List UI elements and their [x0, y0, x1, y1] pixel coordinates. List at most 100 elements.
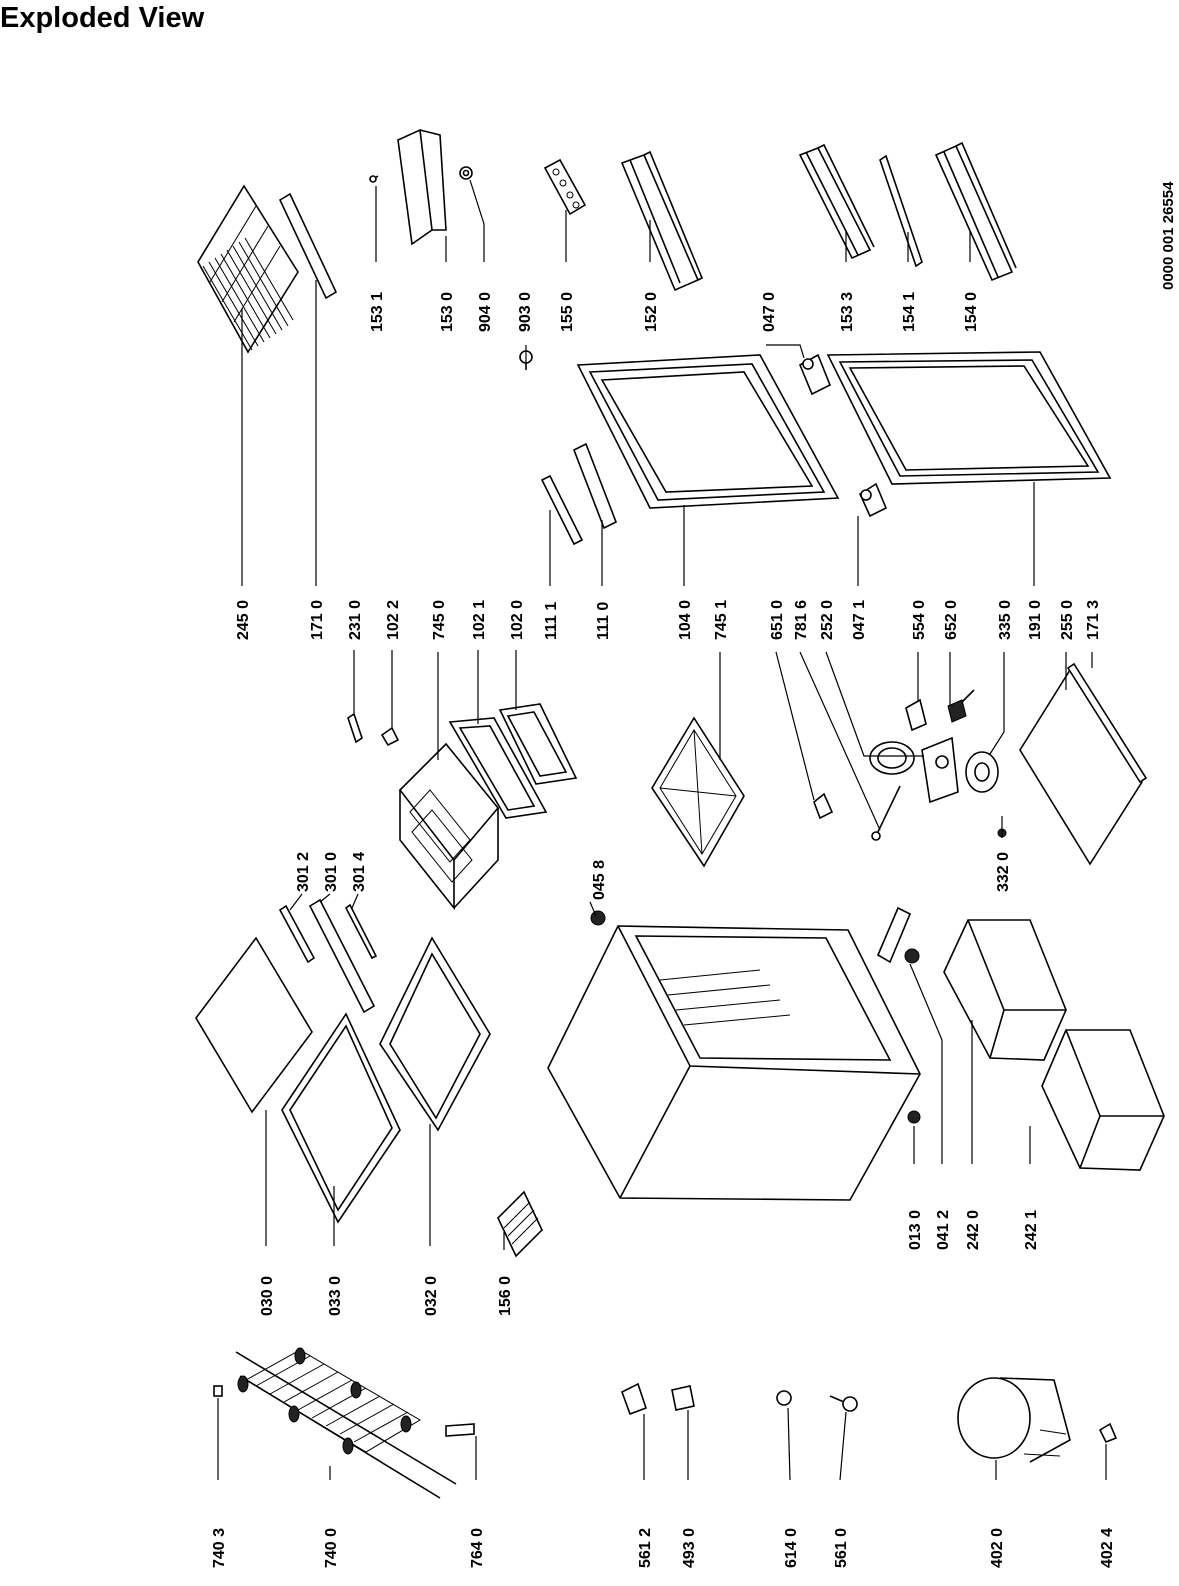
callout-111-1: 111 1: [543, 602, 560, 640]
callout-745-0: 745 0: [431, 600, 448, 640]
part-614-0-protector: [776, 1390, 792, 1406]
part-651-0-thermostat-knob: [813, 792, 834, 820]
callout-102-0: 102 0: [509, 600, 526, 640]
callout-030-0: 030 0: [259, 1276, 276, 1316]
part-171-0-shelf-strip: [278, 192, 338, 300]
part-171-3-shelf-strip: [1066, 662, 1148, 784]
callout-102-2: 102 2: [385, 600, 402, 640]
callout-332-0: 332 0: [995, 852, 1012, 892]
part-047-1-hinge: [858, 482, 888, 518]
callout-301-2: 301 2: [295, 852, 312, 892]
callout-242-1: 242 1: [1023, 1210, 1040, 1250]
callout-032-0: 032 0: [423, 1276, 440, 1316]
part-764-0-drier: [445, 1423, 475, 1437]
callout-614-0: 614 0: [783, 1528, 800, 1568]
callout-155-0: 155 0: [559, 292, 576, 332]
callout-104-0: 104 0: [677, 600, 694, 640]
part-904-0-knob: [459, 166, 473, 180]
part-111-1-handle-cover: [540, 474, 584, 546]
part-493-0-capacitor: [671, 1385, 695, 1411]
leader-lines: [217, 179, 1107, 1481]
callout-335-0: 335 0: [997, 600, 1014, 640]
callout-740-3: 740 3: [211, 1528, 228, 1568]
callout-904-0: 904 0: [477, 292, 494, 332]
part-745-1-drip-tray: [651, 716, 745, 868]
part-255-0-glass-shelf: [1019, 668, 1143, 866]
part-033-0-shelf: [281, 1012, 401, 1224]
part-156-0-egg-rack: [497, 1190, 543, 1258]
callout-153-3: 153 3: [839, 292, 856, 332]
part-155-0-egg-tray: [543, 158, 587, 216]
part-013-0-foot: [907, 1110, 921, 1124]
callout-047-1: 047 1: [851, 600, 868, 640]
callout-154-1: 154 1: [901, 292, 918, 332]
callout-255-0: 255 0: [1059, 600, 1076, 640]
part-740-0-condenser: [235, 1347, 457, 1499]
part-554-0-switch: [905, 698, 927, 732]
part-047-0-hinge: [798, 353, 832, 396]
callout-156-0: 156 0: [497, 1276, 514, 1316]
callout-402-4: 402 4: [1099, 1528, 1116, 1568]
callout-171-0: 171 0: [309, 600, 326, 640]
callout-301-4: 301 4: [351, 852, 368, 892]
callout-561-2: 561 2: [637, 1528, 654, 1568]
part-245-0-wire-shelf: [197, 184, 299, 354]
callout-764-0: 764 0: [469, 1528, 486, 1568]
part-652-0-connector: [947, 689, 975, 723]
page-title: Exploded View: [0, 2, 205, 34]
part-231-0-clip: [347, 712, 363, 744]
callout-745-1: 745 1: [713, 600, 730, 640]
part-111-0-handle: [572, 442, 618, 530]
part-561-0-starter: [829, 1395, 858, 1412]
callout-152-0: 152 0: [643, 292, 660, 332]
callout-labels: 153 1 153 0 904 0 903 0 155 0 152 0 047 …: [211, 292, 1116, 1568]
part-153-3-door-tray: [798, 143, 875, 260]
part-152-0-door-tray: [620, 150, 704, 292]
exploded-view-diagram: 153 1 153 0 904 0 903 0 155 0 152 0 047 …: [195, 128, 1165, 1568]
part-242-0-crisper: [943, 919, 1067, 1061]
part-740-3-clip: [213, 1385, 223, 1397]
part-102-1-freezer-flap: [448, 717, 548, 819]
part-301-0-strip: [308, 898, 376, 1014]
part-fastener-041-2: [904, 948, 920, 964]
callout-013-0: 013 0: [907, 1210, 924, 1250]
callout-554-0: 554 0: [911, 600, 928, 640]
part-032-0-glass-shelf-frame: [379, 936, 491, 1132]
callout-651-0: 651 0: [769, 600, 786, 640]
callout-033-0: 033 0: [327, 1276, 344, 1316]
callout-561-0: 561 0: [833, 1528, 850, 1568]
part-041-2-bracket: [876, 906, 912, 964]
callout-903-0: 903 0: [517, 292, 534, 332]
callout-781-6: 781 6: [793, 600, 810, 640]
part-402-0-compressor: [957, 1377, 1071, 1463]
callout-231-0: 231 0: [347, 600, 364, 640]
part-301-4-strip: [344, 903, 378, 960]
callout-041-2: 041 2: [935, 1210, 952, 1250]
part-cabinet: [547, 910, 921, 1201]
part-154-1-tray-bar: [879, 154, 923, 268]
callout-493-0: 493 0: [681, 1528, 698, 1568]
part-561-2-relay: [621, 1382, 648, 1416]
callout-153-0: 153 0: [439, 292, 456, 332]
callout-191-0: 191 0: [1027, 600, 1044, 640]
callout-252-0: 252 0: [819, 600, 836, 640]
callout-102-1: 102 1: [471, 600, 488, 640]
callout-242-0: 242 0: [965, 1210, 982, 1250]
callout-045-8: 045 8: [591, 860, 608, 900]
callout-111-0: 111 0: [595, 602, 612, 640]
part-191-0-door-gasket: [826, 351, 1112, 485]
callout-153-1: 153 1: [369, 292, 386, 332]
part-154-0-door-tray: [934, 141, 1017, 282]
callout-301-0: 301 0: [323, 852, 340, 892]
part-242-1-crisper: [1041, 1029, 1165, 1171]
part-102-0-freezer-flap: [498, 703, 578, 785]
callout-154-0: 154 0: [963, 292, 980, 332]
callout-171-3: 171 3: [1085, 600, 1102, 640]
part-153-1-screw: [369, 175, 379, 183]
callout-047-0: 047 0: [761, 292, 778, 332]
part-104-0-freezer-door: [576, 354, 840, 509]
part-335-0-round-cover: [965, 751, 999, 793]
part-301-2-strip: [278, 904, 316, 964]
part-252-0-lamp-assembly: [869, 736, 959, 804]
callout-652-0: 652 0: [943, 600, 960, 640]
